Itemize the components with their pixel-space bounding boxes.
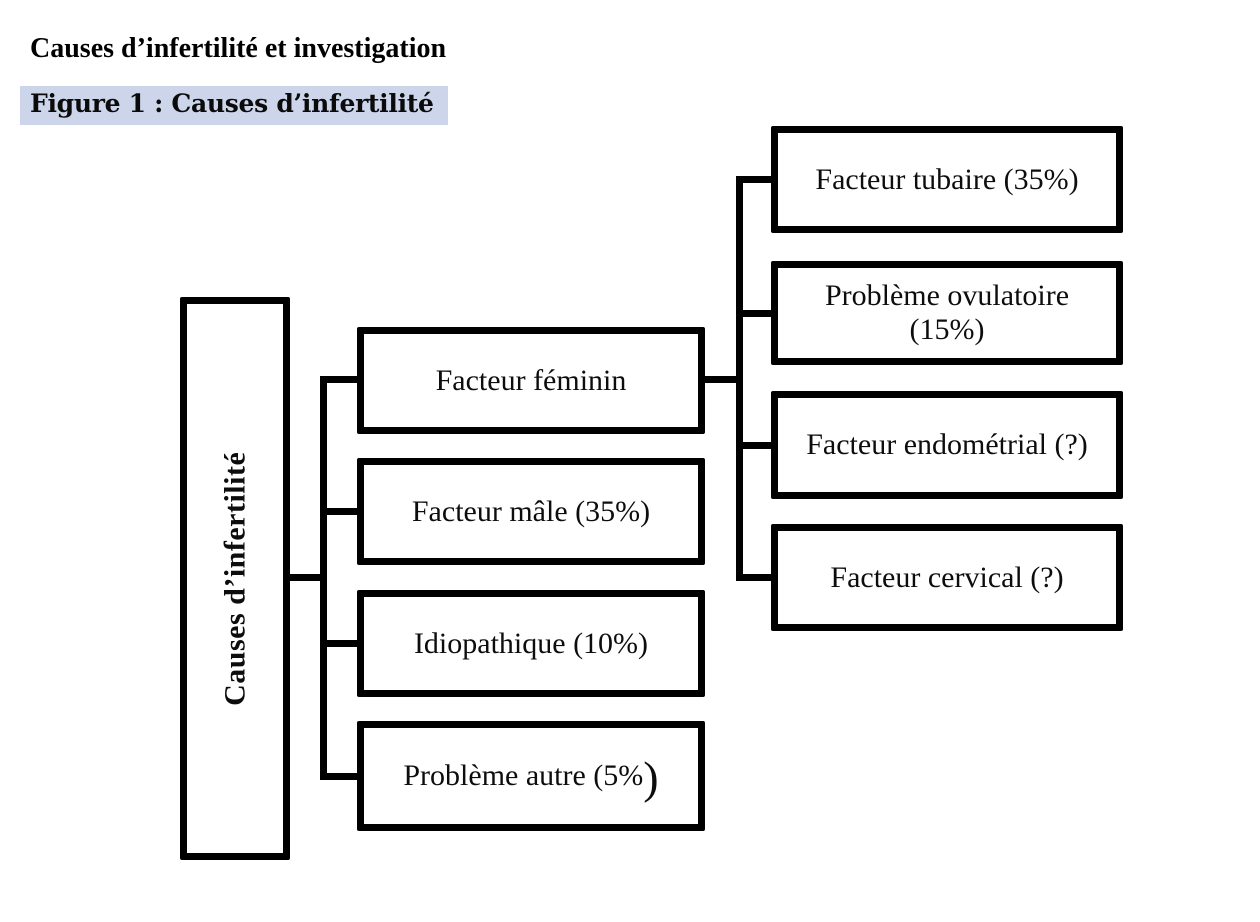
node-causes-infertilite: Causes d’infertilité — [180, 297, 290, 860]
node-facteur-cervical: Facteur cervical (?) — [771, 524, 1123, 631]
node-causes-infertilite-label: Causes d’infertilité — [218, 451, 252, 706]
node-probleme-ovulatoire-label-line2: (15%) — [909, 313, 985, 346]
connector-branch-facteur-endometrial — [736, 442, 778, 449]
node-idiopathique-label: Idiopathique (10%) — [413, 626, 649, 660]
node-facteur-cervical-label: Facteur cervical (?) — [830, 560, 1064, 594]
connector-branch-facteur-cervical — [736, 574, 778, 581]
document-title: Causes d’infertilité et investigation — [30, 33, 447, 64]
node-facteur-male: Facteur mâle (35%) — [357, 458, 705, 565]
node-probleme-ovulatoire-label-line1: Problème ovulatoire — [824, 279, 1070, 313]
connector-branch-idiopathique — [320, 640, 362, 647]
connector-branch-facteur-tubaire — [736, 176, 778, 183]
node-probleme-autre-label: Problème autre (5%) — [403, 755, 658, 801]
node-probleme-ovulatoire: Problème ovulatoire (15%) — [771, 261, 1123, 365]
connector-branch-probleme-ovulatoire — [736, 310, 778, 317]
figure-caption: Figure 1 : Causes d’infertilité — [20, 86, 448, 125]
node-probleme-autre-label-main: Problème autre (5% — [403, 759, 644, 793]
connector-level1-trunk — [320, 376, 327, 780]
node-probleme-ovulatoire-label: Problème ovulatoire (15%) — [825, 279, 1069, 346]
connector-branch-facteur-feminin — [320, 376, 362, 383]
node-facteur-endometrial-label: Facteur endométrial (?) — [806, 428, 1088, 462]
node-facteur-feminin-label: Facteur féminin — [435, 363, 627, 397]
connector-feminin-stub — [700, 376, 742, 383]
node-facteur-male-label: Facteur mâle (35%) — [411, 494, 651, 528]
connector-level2-trunk — [736, 176, 743, 581]
node-probleme-autre: Problème autre (5%) — [357, 721, 705, 831]
node-facteur-endometrial: Facteur endométrial (?) — [771, 391, 1123, 499]
node-facteur-tubaire-label: Facteur tubaire (35%) — [815, 162, 1079, 196]
connector-root-stub — [285, 574, 327, 581]
connector-branch-probleme-autre — [320, 773, 362, 780]
node-facteur-feminin: Facteur féminin — [357, 327, 705, 434]
node-facteur-tubaire: Facteur tubaire (35%) — [771, 126, 1123, 233]
connector-branch-facteur-male — [320, 508, 362, 515]
node-probleme-autre-label-closing-paren: ) — [643, 752, 659, 804]
node-idiopathique: Idiopathique (10%) — [357, 590, 705, 697]
